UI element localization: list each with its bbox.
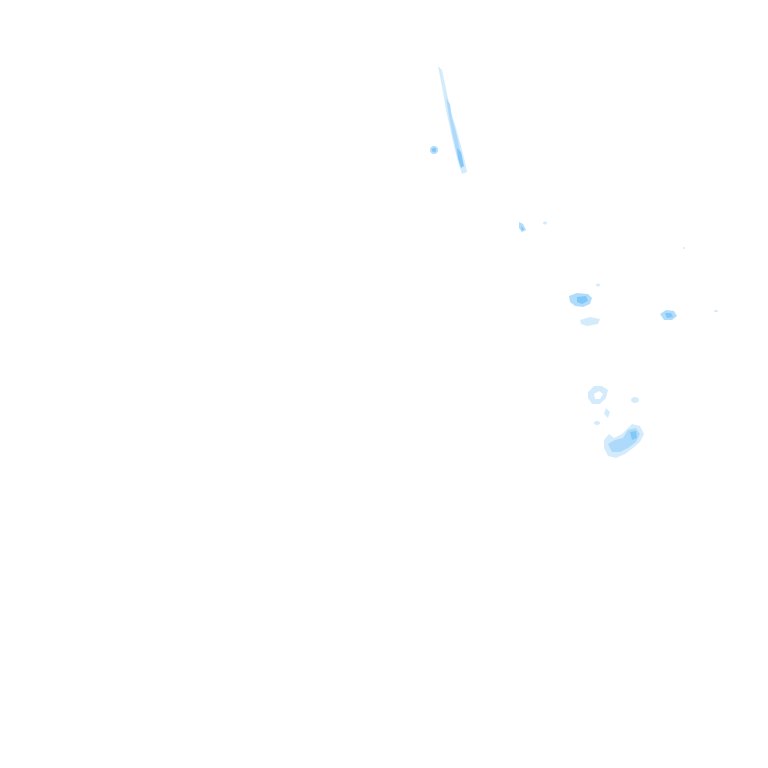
radar-echo-cluster-2 [660, 247, 718, 320]
radar-echo-speck-2 [519, 222, 526, 232]
radar-echo-speck-3 [543, 221, 547, 225]
radar-echo-cluster-3 [588, 386, 639, 425]
radar-echo-cluster-4 [604, 408, 644, 458]
radar-echo-speck-1 [430, 146, 438, 154]
radar-echo-streak [438, 66, 467, 174]
radar-echo-cluster-1 [569, 283, 600, 326]
